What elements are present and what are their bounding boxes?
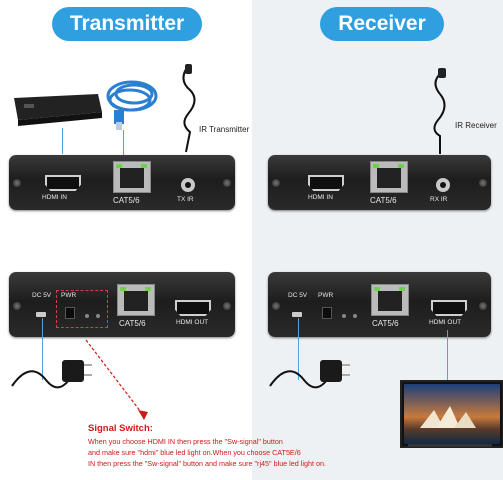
ir-receiver-label: IR Receiver bbox=[455, 121, 497, 130]
cat-label: CAT5/6 bbox=[370, 196, 397, 205]
receiver-back-unit: DC 5V PWR CAT5/6 HDMI OUT bbox=[268, 272, 491, 337]
dc-port bbox=[292, 312, 302, 317]
hdmi-in-label: HDMI IN bbox=[42, 194, 67, 201]
hdmi-in-label: HDMI IN bbox=[308, 194, 333, 201]
cable-connector-line bbox=[123, 130, 124, 156]
rj45-port bbox=[371, 284, 409, 316]
cat-label: CAT5/6 bbox=[372, 319, 399, 328]
dvd-connector-line bbox=[62, 128, 63, 154]
dc-label: DC 5V bbox=[32, 292, 52, 299]
rj45-port bbox=[370, 161, 408, 193]
cat-label: CAT5/6 bbox=[113, 196, 140, 205]
pwr-label: PWR bbox=[318, 292, 334, 299]
ir-transmitter-cable-icon bbox=[182, 64, 196, 153]
hdmi-out-port bbox=[175, 300, 211, 316]
power-adapter-icon bbox=[269, 360, 350, 389]
ir-receiver-cable-icon bbox=[433, 68, 446, 154]
rj45-led bbox=[353, 314, 357, 318]
signal-switch-title: Signal Switch: bbox=[88, 423, 153, 434]
receiver-title: Receiver bbox=[320, 7, 444, 41]
signal-switch-line3: IN then press the "Sw-signal" button and… bbox=[88, 459, 326, 468]
rj45-port bbox=[113, 161, 151, 193]
network-cable-icon bbox=[106, 80, 158, 130]
rx-ir-label: RX IR bbox=[430, 196, 448, 203]
hdmi-led bbox=[85, 314, 89, 318]
sw-signal-button[interactable] bbox=[65, 307, 75, 319]
receiver-front-unit: HDMI IN CAT5/6 RX IR bbox=[268, 155, 491, 210]
hdmi-in-port bbox=[45, 175, 81, 191]
sw-signal-button[interactable] bbox=[322, 307, 332, 319]
dc-label: DC 5V bbox=[288, 292, 308, 299]
transmitter-back-unit: DC 5V PWR CAT5/6 HDMI OUT bbox=[9, 272, 235, 337]
red-arrow-icon bbox=[85, 339, 148, 420]
hdmi-out-port bbox=[431, 300, 467, 316]
tx-power-line bbox=[42, 318, 43, 380]
rx-power-line bbox=[298, 318, 299, 380]
tx-ir-label: TX IR bbox=[177, 196, 194, 203]
transmitter-title: Transmitter bbox=[52, 7, 202, 41]
signal-switch-line1: When you choose HDMI IN then press the "… bbox=[88, 437, 283, 446]
hdmi-out-label: HDMI OUT bbox=[429, 319, 462, 326]
cat-label: CAT5/6 bbox=[119, 319, 146, 328]
hdmi-in-port bbox=[308, 175, 344, 191]
dvd-player-icon bbox=[14, 94, 102, 126]
transmitter-panel bbox=[0, 0, 252, 480]
tx-ir-jack bbox=[181, 178, 195, 192]
signal-switch-highlight bbox=[56, 290, 108, 328]
hdmi-out-label: HDMI OUT bbox=[176, 319, 209, 326]
power-adapter-icon bbox=[11, 360, 92, 389]
rj45-port bbox=[117, 284, 155, 316]
dc-port bbox=[36, 312, 46, 317]
opera-house-icon bbox=[420, 406, 476, 428]
pwr-label: PWR bbox=[61, 292, 77, 299]
tv-stand bbox=[408, 444, 492, 447]
tv-connector-line bbox=[447, 330, 448, 380]
ir-transmitter-label: IR Transmitter bbox=[199, 125, 250, 134]
signal-switch-line2: and make sure "hdmi" blue led light on.W… bbox=[88, 448, 301, 457]
rj45-led bbox=[96, 314, 100, 318]
tv-display bbox=[400, 380, 503, 448]
transmitter-front-unit: HDMI IN CAT5/6 TX IR bbox=[9, 155, 235, 210]
rx-ir-jack bbox=[436, 178, 450, 192]
hdmi-led bbox=[342, 314, 346, 318]
